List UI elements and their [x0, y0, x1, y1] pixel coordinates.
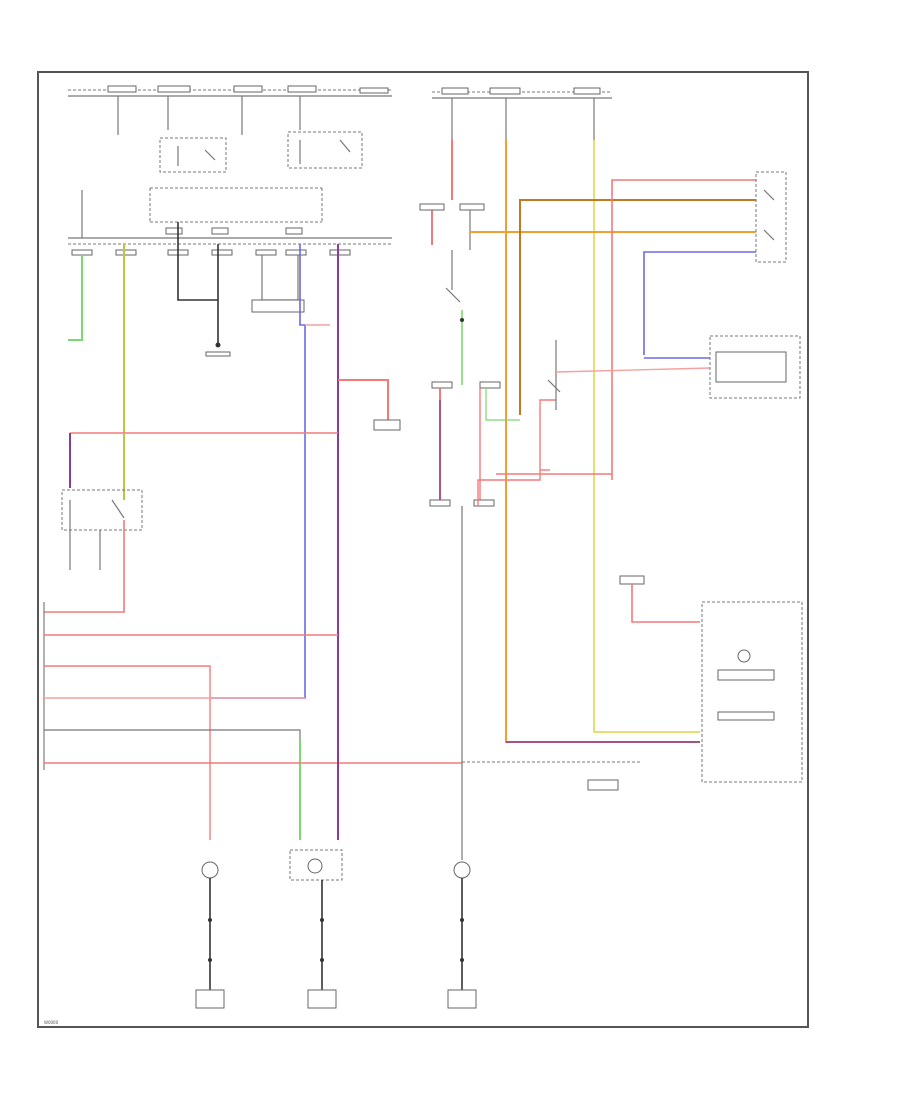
connector-cluster: [429, 381, 612, 507]
switch-module-left: [61, 489, 143, 570]
wire-blue-right: [643, 251, 756, 355]
lamp-right: [447, 861, 477, 1009]
wire-red-door: [338, 379, 389, 420]
relay-right: [287, 131, 363, 169]
power-bus-right: [432, 87, 612, 140]
relay-mid-right: [547, 340, 711, 410]
diagram-frame: [37, 71, 809, 1028]
wire-yellow-right: [593, 140, 700, 733]
wire-red-right-loop: [611, 179, 756, 480]
wire-brown: [519, 199, 756, 415]
relay-left: [159, 137, 227, 173]
junction-box: [68, 187, 392, 245]
ground-left: [177, 222, 231, 357]
connector-right-lower: [619, 575, 700, 623]
connector-right-b: [459, 203, 485, 211]
door-switch-connector: [373, 419, 401, 431]
wire-red-left: [44, 520, 125, 613]
mid-connector: [251, 255, 305, 313]
corner-tag: W0000: [44, 1020, 59, 1025]
switch-top-right: [755, 171, 787, 263]
module-right-lower: [701, 601, 803, 783]
lamp-center: [289, 849, 343, 1009]
lamp-left: [195, 861, 225, 1009]
switch-right-mid: [445, 250, 464, 385]
wire-orange-long: [505, 140, 700, 743]
module-right-upper: [709, 335, 801, 399]
left-terminals: [43, 602, 462, 840]
connector-right-a: [419, 203, 445, 211]
wire-green-left: [68, 255, 83, 341]
power-bus-left: [68, 85, 392, 135]
connector-bottom-right: [587, 779, 619, 791]
